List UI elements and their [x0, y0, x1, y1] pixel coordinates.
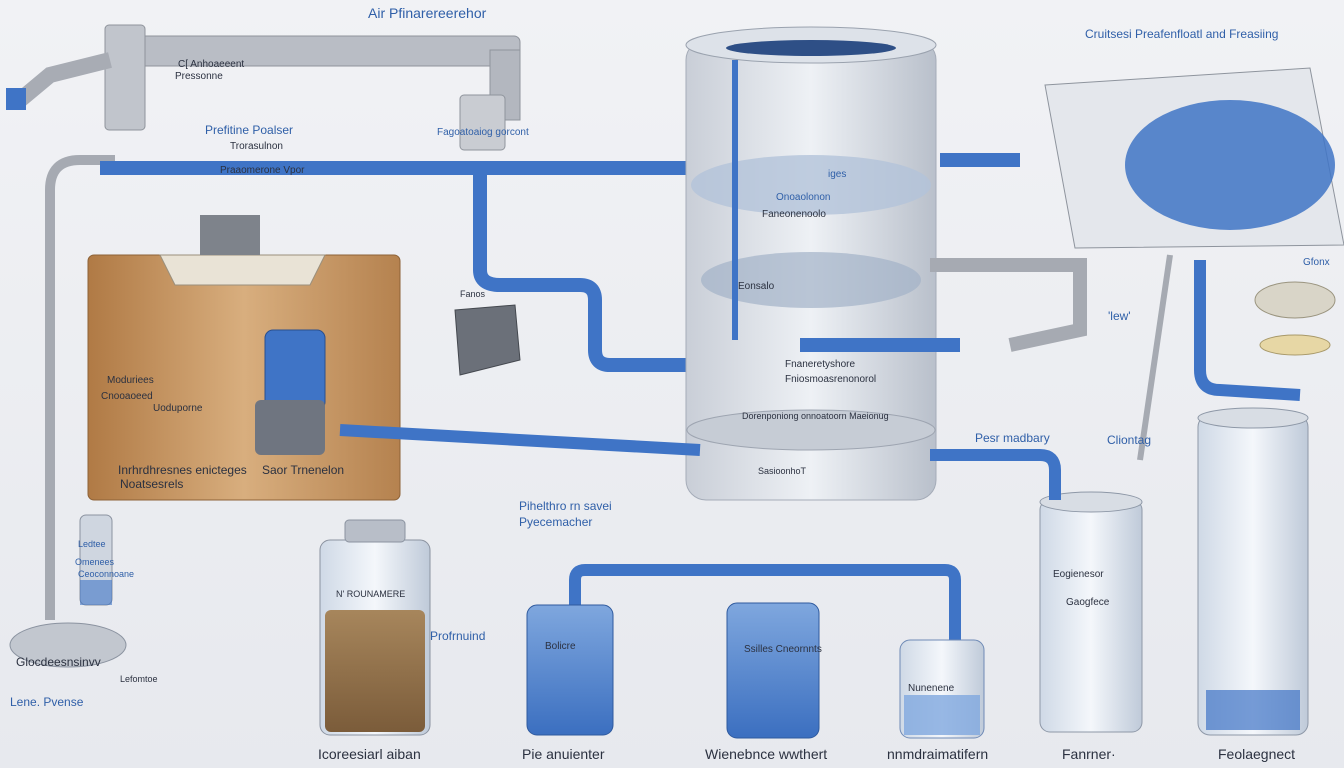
- label-beaker-2: Ssilles Cneornnts: [744, 644, 822, 655]
- caption-4: nnmdraimatifern: [887, 746, 989, 762]
- main-blue-pipe: [100, 153, 1020, 372]
- intake-duct: [6, 24, 521, 151]
- label-pre-mach: Pesr madbary: [975, 431, 1050, 445]
- gauge-assembly: [9, 514, 127, 668]
- label-filter-small: Fanos: [460, 289, 486, 299]
- label-tank-mid-3: Dorenponiong onnoatoorn Maeionug: [742, 411, 889, 421]
- caption-1: Icoreesiarl aiban: [318, 746, 421, 762]
- label-left-3: Ceoconnoane: [78, 569, 135, 579]
- label-clientg: Cliontag: [1107, 433, 1152, 447]
- central-tank: [685, 26, 937, 501]
- label-box-2: Cnooaoeed: [101, 391, 153, 402]
- label-box-4: Inrhrdhresnes enicteges: [118, 463, 247, 477]
- label-prefilter-sub: Trorasulnon: [230, 141, 283, 152]
- label-beaker-1: Bolicre: [545, 641, 576, 652]
- label-tank-mid-1: Fnaneretyshore: [785, 359, 856, 370]
- caption-2: Pie anuienter: [522, 746, 605, 762]
- label-beaker-3: Nunenene: [908, 683, 955, 694]
- label-box-6: Saor Trnenelon: [262, 463, 345, 477]
- right-filter-unit: [800, 67, 1344, 461]
- label-top-left-1: C[ Anhoaeeent: [178, 59, 245, 70]
- label-pipe: Praaomerone Vpor: [220, 165, 305, 176]
- pump-device: [454, 304, 521, 376]
- granule-dish: [1254, 281, 1336, 319]
- label-box-5: Noatsesrels: [120, 477, 184, 491]
- label-top-left-2: Pressonne: [175, 71, 223, 82]
- caption-3: Wienebnce wwthert: [705, 746, 828, 762]
- label-jar: N' ROUNAMERE: [336, 589, 406, 599]
- caption-5: Fanrner·: [1062, 746, 1116, 762]
- label-mid-2: Pyecemacher: [519, 515, 593, 529]
- caption-6: Feolaegnect: [1218, 746, 1296, 762]
- label-tank-low: SasioonhoT: [758, 466, 807, 476]
- label-prefilter: Prefitine Poalser: [205, 123, 294, 137]
- bottom-vessels: [319, 519, 985, 739]
- left-vertical-pipe: [45, 155, 115, 620]
- label-cyl-1: Eogienesor: [1053, 569, 1104, 580]
- label-tank-4: Eonsalo: [738, 281, 775, 292]
- treatment-box: [87, 215, 701, 501]
- label-box-1: Moduriees: [107, 375, 154, 386]
- label-lew: 'lew': [1108, 309, 1131, 323]
- label-tank-1: iges: [828, 169, 847, 180]
- label-tank-2: Onoaolonon: [776, 192, 831, 203]
- label-top-right: Cruitsesi Preafenfloatl and Freasiing: [1085, 27, 1279, 41]
- label-bottom-left: Lene. Pvense: [10, 695, 84, 709]
- label-cyl-2: Gaogfece: [1066, 597, 1110, 608]
- right-cylinders: [930, 407, 1309, 736]
- label-gauge-sub: Lefomtoe: [120, 674, 158, 684]
- label-left-2: Omenees: [75, 557, 115, 567]
- label-top-center: Air Pfinarereerehor: [368, 5, 487, 21]
- label-gauge: Glocdeesnsinvv: [16, 655, 101, 669]
- label-right: Gfonx: [1303, 257, 1330, 268]
- label-valve: Fagoatoaiog gorcont: [437, 127, 529, 138]
- granule-dish-small: [1259, 334, 1331, 356]
- label-box-3: Uoduporne: [153, 403, 203, 414]
- label-left-1: Ledtee: [78, 539, 106, 549]
- label-tank-mid-2: Fniosmoasrenonorol: [785, 374, 877, 385]
- label-tank-3: Faneonenoolo: [762, 209, 826, 220]
- label-mid-1: Pihelthro rn savei: [519, 499, 612, 513]
- label-jar-side: Profrnuind: [430, 629, 486, 643]
